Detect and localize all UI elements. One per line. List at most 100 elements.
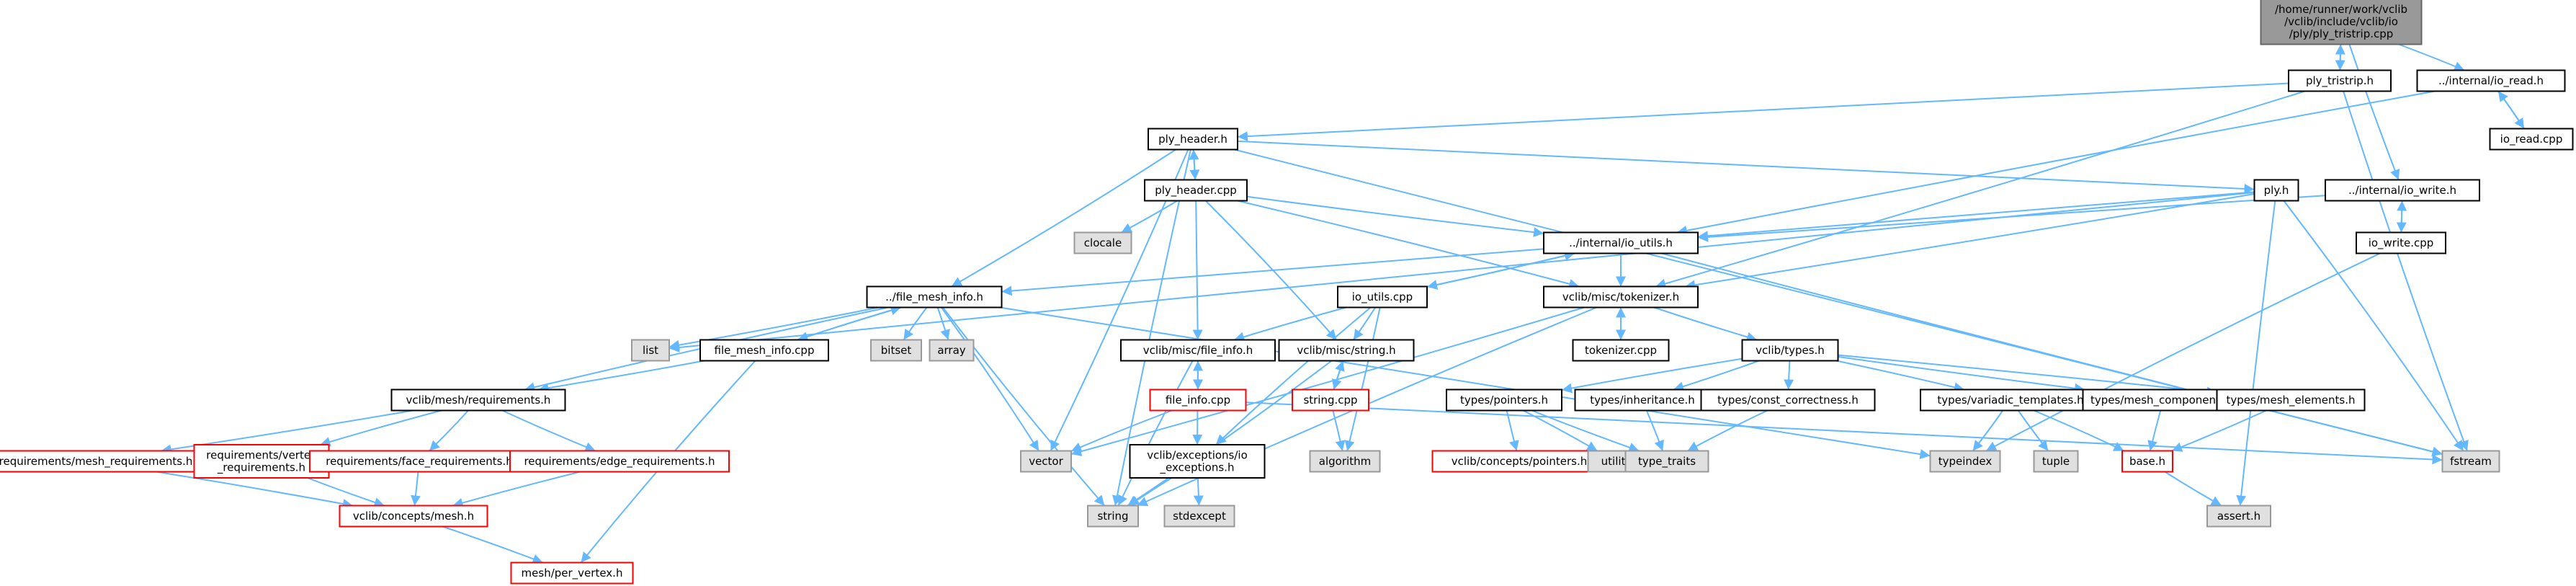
node-box: [1149, 389, 1247, 412]
edge-mesh_requirements_h-to-req_edge_requirements_h: [501, 409, 596, 452]
node-label: vclib/concepts/mesh.h: [353, 510, 474, 523]
node-tuple[interactable]: tuple: [2033, 450, 2079, 473]
node-types-inheritance-h[interactable]: types/inheritance.h: [1574, 389, 1711, 412]
node-box: [1073, 231, 1132, 254]
edge-layer: [156, 43, 2525, 564]
node-internal-io-utils-h[interactable]: ../internal/io_utils.h: [1543, 231, 1699, 254]
node-label: typeindex: [1938, 455, 1993, 468]
node-file-mesh-info-cpp[interactable]: file_mesh_info.cpp: [699, 339, 829, 362]
node-ply-header-cpp[interactable]: ply_header.cpp: [1144, 179, 1248, 202]
node-label: ply_header.h: [1158, 133, 1227, 146]
node-io-utils-cpp[interactable]: io_utils.cpp: [1337, 285, 1428, 308]
node-mesh-per-vertex-h[interactable]: mesh/per_vertex.h: [510, 561, 634, 585]
edge-io_read_cpp-to-internal_io_read_h: [2497, 90, 2525, 130]
edge-ply_tristrip_h-to-ply_header_h: [1237, 82, 2289, 142]
node-box: [1700, 389, 1876, 412]
node-label: requirements/vertex: [206, 449, 317, 462]
node-ply-tristrip-h[interactable]: ply_tristrip.h: [2288, 69, 2392, 92]
node-concepts-pointers-h[interactable]: vclib/concepts/pointers.h: [1431, 450, 1607, 473]
node-ply-header-h[interactable]: ply_header.h: [1148, 128, 1238, 151]
node-box: [1129, 444, 1266, 479]
node-ply-h[interactable]: ply.h: [2253, 179, 2299, 202]
edge-misc_file_info_h-to-string: [1117, 360, 1194, 506]
edge-ply_h-to-assert_h: [2236, 200, 2276, 506]
node-array[interactable]: array: [929, 339, 975, 362]
node-box: [1929, 450, 2001, 473]
node-req-mesh-requirements-h[interactable]: requirements/mesh_requirements.h: [0, 450, 206, 473]
node-mesh-requirements-h[interactable]: vclib/mesh/requirements.h: [390, 389, 566, 412]
node-internal-io-read-h[interactable]: ../internal/io_read.h: [2416, 69, 2566, 92]
node-tokenizer-h[interactable]: vclib/misc/tokenizer.h: [1543, 285, 1699, 308]
edge-io_utils_cpp-to-algorithm: [1344, 307, 1381, 451]
node-label: ply_tristrip.h: [2306, 74, 2374, 88]
node-types-pointers-h[interactable]: types/pointers.h: [1446, 389, 1562, 412]
node-io-read-cpp[interactable]: io_read.cpp: [2489, 128, 2574, 151]
node-stdexcept[interactable]: stdexcept: [1163, 505, 1235, 528]
node-fstream[interactable]: fstream: [2441, 450, 2500, 473]
node-box: [2325, 179, 2480, 202]
node-box: [866, 285, 1003, 308]
node-box: [631, 339, 670, 362]
node-box: [1144, 179, 1248, 202]
edge-file_mesh_info_h-to-array: [936, 307, 950, 340]
node-types-mesh-elements-h[interactable]: types/mesh_elements.h: [2216, 389, 2366, 412]
node-algorithm[interactable]: algorithm: [1309, 450, 1381, 473]
node-string-cpp[interactable]: string.cpp: [1292, 389, 1369, 412]
node-io-write-cpp[interactable]: io_write.cpp: [2356, 231, 2446, 254]
edge-exceptions_io_exceptions_h-to-string: [1128, 477, 1173, 507]
node-root[interactable]: /home/runner/work/vclib/vclib/include/vc…: [2260, 0, 2423, 45]
node-misc-file-info-h[interactable]: vclib/misc/file_info.h: [1120, 339, 1276, 362]
node-box: [1292, 389, 1369, 412]
edge-types_variadic_templates_h-to-typeindex: [1972, 409, 2004, 452]
node-box: [339, 505, 488, 528]
edge-ply_header_cpp-to-clocale: [1121, 200, 1178, 234]
node-box: [510, 561, 634, 585]
edge-ply_header_h-to-file_mesh_info_h: [951, 148, 1176, 288]
edge-vclib_types_h-to-types_const_correctness_h: [1784, 360, 1794, 390]
node-list[interactable]: list: [631, 339, 670, 362]
node-misc-string-h[interactable]: vclib/misc/string.h: [1278, 339, 1415, 362]
node-box: [2121, 450, 2173, 473]
edge-io_utils_cpp-to-internal_io_utils_h: [1426, 250, 1575, 288]
node-vclib-types-h[interactable]: vclib/types.h: [1741, 339, 1839, 362]
edge-file_mesh_info_h-to-list: [668, 306, 879, 350]
node-label: type_traits: [1638, 455, 1696, 469]
node-vector[interactable]: vector: [1020, 450, 1072, 473]
node-file-info-cpp[interactable]: file_info.cpp: [1149, 389, 1247, 412]
node-file-mesh-info-h[interactable]: ../file_mesh_info.h: [866, 285, 1003, 308]
node-box: [2033, 450, 2079, 473]
node-types-variadic-templates-h[interactable]: types/variadic_templates.h: [1920, 389, 2101, 412]
edge-mesh_requirements_h-to-req_vertex_requirements_h: [320, 409, 442, 447]
edge-root-to-internal_io_read_h: [2398, 43, 2465, 71]
node-internal-io-write-h[interactable]: ../internal/io_write.h: [2325, 179, 2480, 202]
node-clocale[interactable]: clocale: [1073, 231, 1132, 254]
node-label: string.cpp: [1303, 394, 1357, 407]
node-string[interactable]: string: [1087, 505, 1139, 528]
node-types-const-correctness-h[interactable]: types/const_correctness.h: [1700, 389, 1876, 412]
node-label: /ply/ply_tristrip.cpp: [2289, 27, 2394, 41]
node-req-edge-requirements-h[interactable]: requirements/edge_requirements.h: [509, 450, 730, 473]
edge-mesh_requirements_h-to-req_face_requirements_h: [429, 409, 469, 452]
node-tokenizer-cpp[interactable]: tokenizer.cpp: [1572, 339, 1670, 362]
node-box: [1163, 505, 1235, 528]
node-label: vclib/misc/file_info.h: [1143, 344, 1253, 358]
node-typeindex[interactable]: typeindex: [1929, 450, 2001, 473]
edge-internal_io_utils_h-to-file_mesh_info_h: [1001, 248, 1544, 296]
node-concepts-mesh-h[interactable]: vclib/concepts/mesh.h: [339, 505, 488, 528]
node-assert-h[interactable]: assert.h: [2206, 505, 2271, 528]
node-req-face-requirements-h[interactable]: requirements/face_requirements.h: [309, 450, 529, 473]
node-type-traits[interactable]: type_traits: [1624, 450, 1709, 473]
edge-types_inheritance_h-to-type_traits: [1645, 410, 1664, 451]
node-label: types/variadic_templates.h: [1937, 394, 2083, 407]
node-label: _requirements.h: [217, 461, 305, 475]
node-req-vertex-requirements-h[interactable]: requirements/vertex_requirements.h: [193, 444, 330, 479]
node-box: [929, 339, 975, 362]
node-label: /home/runner/work/vclib: [2275, 3, 2407, 16]
node-exceptions-io-exceptions-h[interactable]: vclib/exceptions/io_exceptions.h: [1129, 444, 1266, 479]
node-base-h[interactable]: base.h: [2121, 450, 2173, 473]
edge-misc_string_h-to-string: [1127, 360, 1333, 507]
node-bitset[interactable]: bitset: [870, 339, 922, 362]
node-box: [2260, 0, 2423, 45]
